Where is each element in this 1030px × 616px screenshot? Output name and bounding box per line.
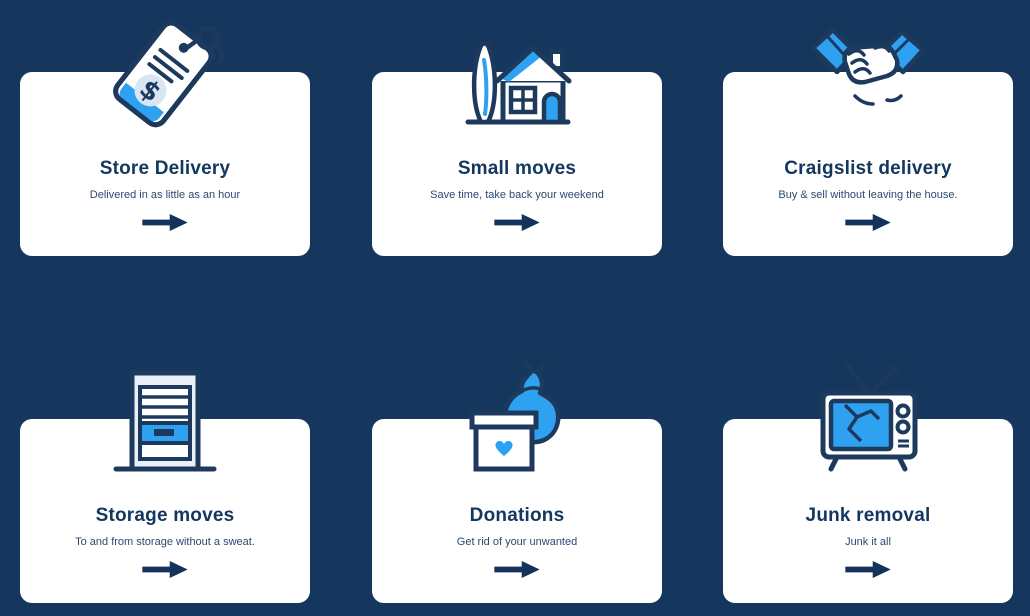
card-title: Small moves bbox=[457, 158, 577, 179]
card-title: Craigslist delivery bbox=[784, 158, 952, 179]
card-craigslist-delivery[interactable]: Craigslist delivery Buy & sell without l… bbox=[723, 8, 1013, 256]
card-subtitle: Junk it all bbox=[845, 536, 891, 548]
card-title: Store Delivery bbox=[99, 158, 231, 179]
card-subtitle: To and from storage without a sweat. bbox=[75, 536, 255, 548]
card-storage-moves[interactable]: Storage moves To and from storage withou… bbox=[20, 355, 310, 603]
card-small-moves[interactable]: Small moves Save time, take back your we… bbox=[372, 8, 662, 256]
card-subtitle: Get rid of your unwanted bbox=[456, 536, 578, 548]
tv-icon bbox=[799, 355, 937, 487]
handshake-icon bbox=[799, 8, 937, 140]
arrow-right-icon[interactable] bbox=[845, 214, 891, 231]
card-subtitle: Save time, take back your weekend bbox=[430, 189, 604, 201]
card-title: Donations bbox=[469, 505, 565, 526]
arrow-right-icon[interactable] bbox=[142, 561, 188, 578]
storage-unit-icon bbox=[96, 355, 234, 487]
price-tag-icon: $ bbox=[96, 8, 234, 140]
card-title: Junk removal bbox=[805, 505, 931, 526]
house-icon bbox=[448, 8, 586, 140]
card-store-delivery[interactable]: $ Store Delivery Delivered in as little … bbox=[20, 8, 310, 256]
arrow-right-icon[interactable] bbox=[142, 214, 188, 231]
card-subtitle: Delivered in as little as an hour bbox=[89, 189, 241, 201]
arrow-right-icon[interactable] bbox=[845, 561, 891, 578]
arrow-right-icon[interactable] bbox=[494, 214, 540, 231]
arrow-right-icon[interactable] bbox=[494, 561, 540, 578]
card-junk-removal[interactable]: Junk removal Junk it all bbox=[723, 355, 1013, 603]
donation-box-icon bbox=[448, 355, 586, 487]
card-subtitle: Buy & sell without leaving the house. bbox=[778, 189, 958, 201]
card-title: Storage moves bbox=[95, 505, 235, 526]
card-donations[interactable]: Donations Get rid of your unwanted bbox=[372, 355, 662, 603]
